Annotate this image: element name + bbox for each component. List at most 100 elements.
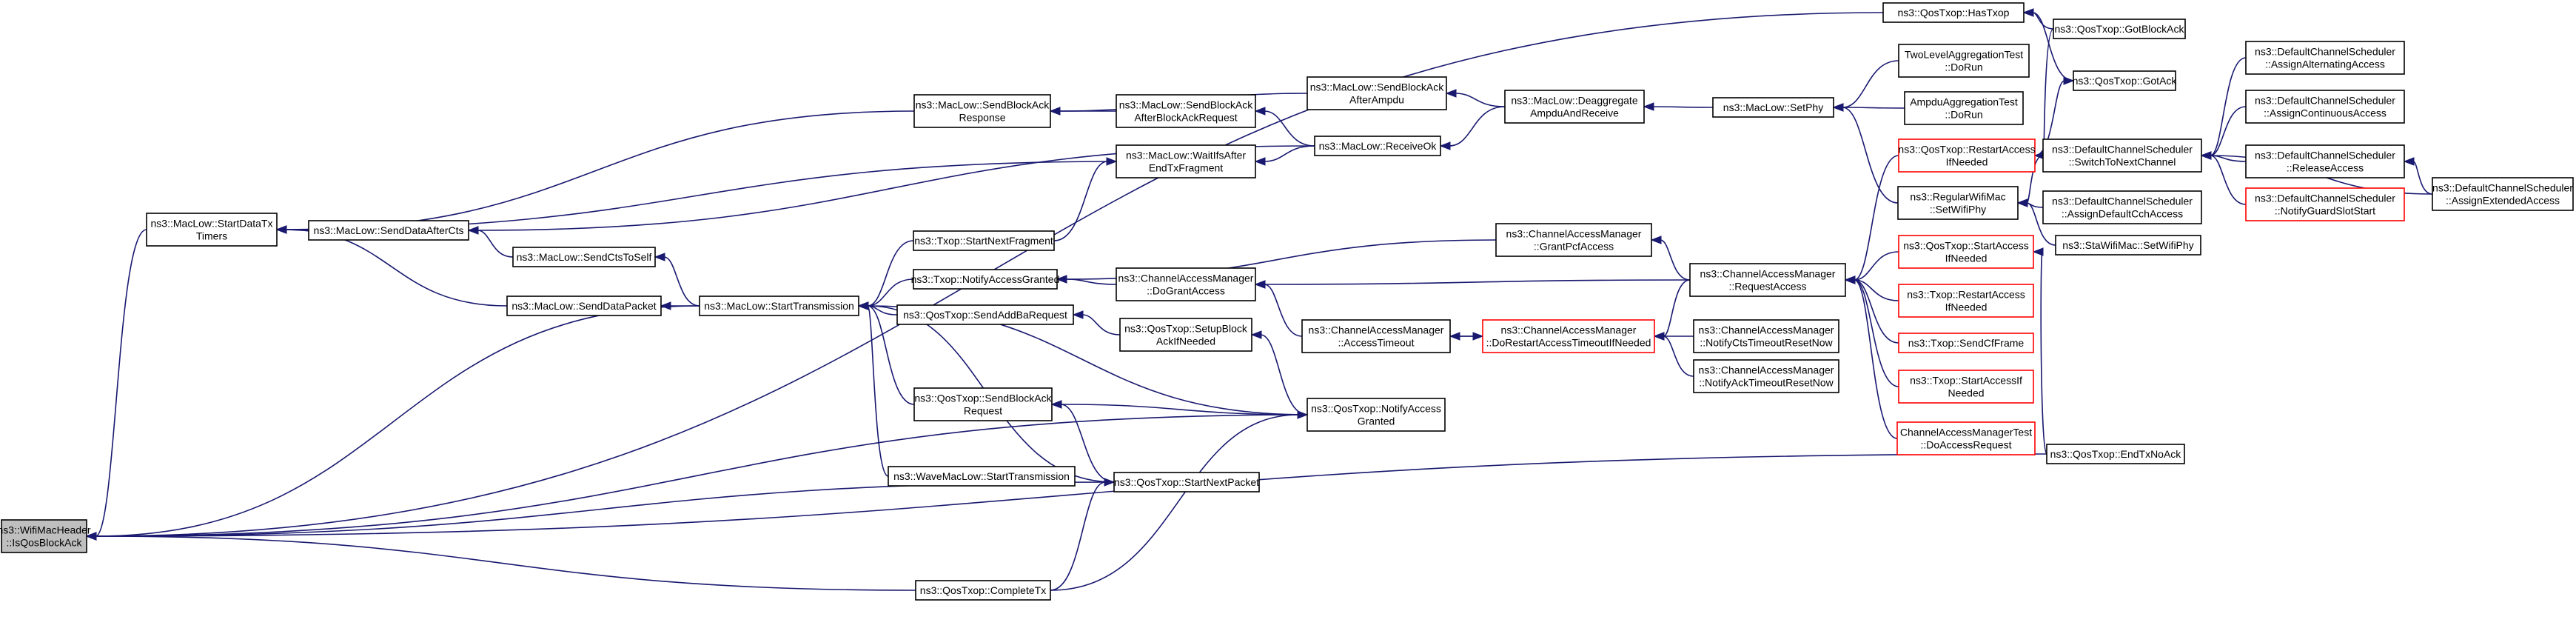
node-qosStartNextPacket[interactable]: ns3::QosTxop::StartNextPacket [1113, 472, 1260, 493]
node-label: IfNeeded [1945, 253, 1988, 264]
node-label: Request [964, 405, 1002, 417]
node-setPhy[interactable]: ns3::MacLow::SetPhy [1712, 97, 1834, 118]
node-sendDataPacket[interactable]: ns3::MacLow::SendDataPacket [506, 296, 662, 316]
node-label: AmpduAggregationTest [1910, 96, 2018, 108]
node-label: ns3::MacLow::SendCtsToSelf [517, 251, 652, 263]
node-label: ns3::QosTxop::StartAccess [1903, 240, 2029, 252]
node-qosEndTxNoAck[interactable]: ns3::QosTxop::EndTxNoAck [2046, 444, 2185, 464]
edge-camAccessTimeout-to-camDoGrantAccess [1254, 280, 1303, 337]
node-qosSendAddBaRequest[interactable]: ns3::QosTxop::SendAddBaRequest [896, 304, 1074, 325]
node-label: ns3::MacLow::WaitIfsAfter [1126, 150, 1246, 161]
node-qosNotifyAccessGranted[interactable]: ns3::QosTxop::NotifyAccessGranted [1307, 398, 1446, 432]
node-label: ns3::QosTxop::EndTxNoAck [2050, 448, 2182, 460]
node-label: ::DoAccessRequest [1921, 439, 2012, 451]
node-label: ns3::MacLow::ReceiveOk [1319, 140, 1438, 152]
edge-camDoGrantAccess-to-txopNotifyAccessGranted [1056, 275, 1117, 285]
node-twoLevelTest[interactable]: TwoLevelAggregationTest::DoRun [1898, 44, 2030, 78]
node-layer: ns3::WifiMacHeader::IsQosBlockAck ns3::Ma… [0, 2, 2574, 601]
node-camNotifyAck[interactable]: ns3::ChannelAccessManager::NotifyAckTime… [1693, 359, 1839, 393]
node-label: ns3::DefaultChannelScheduler [2255, 150, 2395, 161]
node-camDoRestartAccess[interactable]: ns3::ChannelAccessManager::DoRestartAcce… [1482, 319, 1655, 353]
node-camNotifyCts[interactable]: ns3::ChannelAccessManager::NotifyCtsTime… [1693, 319, 1839, 353]
node-waveStartTransmission[interactable]: ns3::WaveMacLow::StartTransmission [888, 466, 1076, 487]
node-root[interactable]: ns3::WifiMacHeader::IsQosBlockAck [0, 519, 91, 553]
node-label: ns3::MacLow::Deaggregate [1511, 95, 1637, 107]
node-camGrantPcfAccess[interactable]: ns3::ChannelAccessManager::GrantPcfAcces… [1495, 223, 1652, 257]
node-camDoGrantAccess[interactable]: ns3::ChannelAccessManager::DoGrantAccess [1116, 267, 1256, 301]
node-label: ns3::DefaultChannelScheduler [2052, 196, 2193, 207]
edge-startTransmission-to-root [85, 305, 700, 541]
node-label: AfterBlockAckRequest [1134, 112, 1237, 124]
node-label: ::AssignContinuousAccess [2264, 107, 2387, 119]
edge-camRequestAccess-to-camDoRestartAccess [1653, 279, 1691, 341]
node-label: EndTxFragment [1149, 162, 1223, 174]
node-dcsAssignContinuous[interactable]: ns3::DefaultChannelScheduler::AssignCont… [2245, 90, 2405, 124]
node-qosCompleteTx[interactable]: ns3::QosTxop::CompleteTx [915, 580, 1051, 601]
edge-setPhy-to-deaggregate [1643, 102, 1714, 111]
node-txopStartNextFragment[interactable]: ns3::Txop::StartNextFragment [913, 230, 1055, 251]
node-camRequestAccess[interactable]: ns3::ChannelAccessManager::RequestAccess [1689, 263, 1846, 297]
node-sendDataAfterCts[interactable]: ns3::MacLow::SendDataAfterCts [308, 220, 469, 241]
node-label: ns3::QosTxop::HasTxop [1898, 7, 2010, 19]
node-txopNotifyAccessGranted[interactable]: ns3::Txop::NotifyAccessGranted [911, 269, 1060, 290]
node-camAccessTimeout[interactable]: ns3::ChannelAccessManager::AccessTimeout [1301, 319, 1451, 353]
node-startTransmission[interactable]: ns3::MacLow::StartTransmission [699, 296, 859, 316]
node-label: ns3::ChannelAccessManager [1118, 273, 1254, 284]
node-staWifiMacSetWifiPhy[interactable]: ns3::StaWifiMac::SetWifiPhy [2055, 235, 2201, 256]
node-receiveOk[interactable]: ns3::MacLow::ReceiveOk [1314, 136, 1441, 156]
node-sendBlockAckAfterBAR[interactable]: ns3::MacLow::SendBlockAckAfterBlockAckRe… [1116, 94, 1256, 128]
edge-txopStartNextFragment-to-waitIfsAfterEndTxFragment [1053, 157, 1118, 241]
node-label: ns3::QosTxop::CompleteTx [920, 584, 1046, 596]
node-dcsNotifyGuardSlotStart[interactable]: ns3::DefaultChannelScheduler::NotifyGuar… [2245, 187, 2405, 221]
edge-qosCompleteTx-to-root [85, 532, 916, 591]
node-label: ::RequestAccess [1728, 281, 1806, 293]
node-label: ::AssignAlternatingAccess [2265, 59, 2385, 70]
node-label: ns3::ChannelAccessManager [1700, 268, 1836, 280]
node-sendCtsToSelf[interactable]: ns3::MacLow::SendCtsToSelf [512, 247, 656, 267]
node-label: ChannelAccessManagerTest [1900, 427, 2032, 438]
node-label: TwoLevelAggregationTest [1905, 49, 2023, 61]
node-dcsSwitchToNextChannel[interactable]: ns3::DefaultChannelScheduler::SwitchToNe… [2042, 138, 2202, 173]
node-ampduTest[interactable]: AmpduAggregationTest::DoRun [1904, 91, 2024, 125]
node-label: ns3::WifiMacHeader [0, 524, 91, 536]
node-label: ns3::Txop::StartAccessIf [1910, 375, 2022, 387]
node-qosHasTxop[interactable]: ns3::QosTxop::HasTxop [1882, 2, 2025, 23]
node-regularWifiMacSetWifiPhy[interactable]: ns3::RegularWifiMac::SetWifiPhy [1897, 186, 2019, 220]
edge-txopStartAccess-to-camRequestAccess [1844, 276, 1899, 387]
node-label: ns3::ChannelAccessManager [1506, 228, 1642, 240]
node-dcsAssignExtended[interactable]: ns3::DefaultChannelScheduler::AssignExte… [2432, 177, 2574, 211]
node-label: ns3::Txop::SendCfFrame [1908, 337, 2025, 349]
node-label: ns3::QosTxop::GotAck [2073, 75, 2178, 87]
node-dcsAssignDefaultCchAccess[interactable]: ns3::DefaultChannelScheduler::AssignDefa… [2042, 190, 2202, 224]
edge-waveStartTransmission-to-startTransmission [857, 301, 889, 477]
node-camTestDoAccessRequest[interactable]: ChannelAccessManagerTest::DoAccessReques… [1896, 421, 2036, 455]
node-label: ns3::Txop::NotifyAccessGranted [911, 273, 1060, 285]
edge-qosNotifyAccessGranted-to-qosSendBlockAckRequest [1050, 400, 1308, 415]
edge-txopStartNextFragment-to-startTransmission [857, 240, 914, 310]
node-label: ns3::DefaultChannelScheduler [2432, 182, 2573, 194]
edge-staWifiMacSetWifiPhy-to-regularWifiMacSetWifiPhy [2016, 198, 2056, 246]
node-label: ns3::WaveMacLow::StartTransmission [893, 470, 1070, 482]
node-label: ::DoRestartAccessTimeoutIfNeeded [1486, 337, 1651, 349]
node-dcsAssignAlternating[interactable]: ns3::DefaultChannelScheduler::AssignAlte… [2245, 41, 2405, 75]
edge-qosSetupBlockAck-to-qosSendAddBaRequest [1072, 310, 1121, 335]
node-qosGotAck[interactable]: ns3::QosTxop::GotAck [2073, 70, 2178, 91]
node-dcsReleaseAccess[interactable]: ns3::DefaultChannelScheduler::ReleaseAcc… [2245, 144, 2405, 178]
node-label: ::AssignDefaultCchAccess [2062, 208, 2183, 220]
edge-qosNotifyAccessGranted-to-qosSetupBlockAck [1250, 330, 1308, 415]
node-qosGotBlockAck[interactable]: ns3::QosTxop::GotBlockAck [2053, 19, 2186, 39]
node-txopSendCfFrame[interactable]: ns3::Txop::SendCfFrame [1898, 333, 2034, 353]
node-label: ns3::QosTxop::StartNextPacket [1114, 476, 1259, 488]
